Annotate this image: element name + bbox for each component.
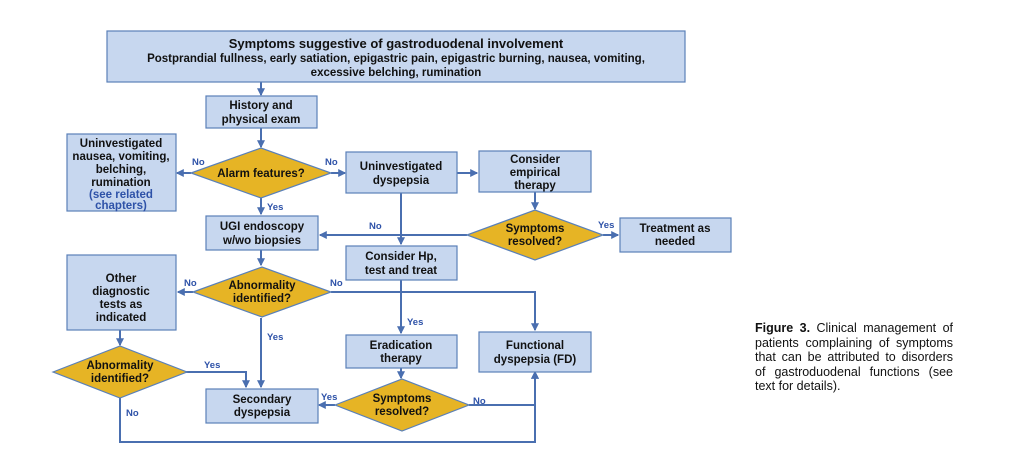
node-eradication-therapy: Eradication therapy — [345, 334, 458, 369]
edge-label-sym2-no: No — [473, 396, 486, 407]
decision-symptoms-resolved-2: Symptoms resolved? — [333, 378, 471, 432]
figure-caption-text: Clinical management of patients complain… — [755, 321, 954, 394]
edge-label-sym1-no: No — [369, 221, 382, 232]
edge-label-alarm-no-right: No — [325, 157, 338, 168]
node-text: needed — [655, 236, 695, 248]
node-text: Alarm features? — [217, 168, 305, 180]
node-symptoms-top: Symptoms suggestive of gastroduodenal in… — [106, 30, 686, 83]
node-text: resolved? — [508, 236, 562, 248]
edge-label-sym2-yes: Yes — [321, 392, 337, 403]
node-text: belching, — [96, 164, 146, 176]
edge-label-hp-yes: Yes — [407, 317, 423, 328]
edges — [116, 82, 620, 443]
node-text: Consider Hp, — [365, 251, 437, 263]
edge-label-abn1-no-right: No — [330, 278, 343, 289]
node-text: Treatment as — [640, 223, 711, 235]
node-text: Uninvestigated — [80, 138, 162, 150]
edge-abn1-to-fd — [331, 291, 539, 332]
node-text: History and — [229, 100, 292, 112]
decision-alarm-features: Alarm features? — [189, 147, 333, 199]
node-consider-empirical-therapy: Consider empirical therapy — [478, 150, 592, 193]
node-text: dyspepsia (FD) — [494, 354, 577, 366]
node-text: indicated — [96, 312, 146, 324]
node-text: dyspepsia — [234, 407, 291, 419]
node-text: Eradication — [370, 340, 433, 352]
node-uninvestigated-nausea: Uninvestigated nausea, vomiting, belchin… — [66, 133, 177, 212]
edge-label-sym1-yes: Yes — [598, 220, 614, 231]
node-consider-hp: Consider Hp, test and treat — [345, 245, 458, 281]
node-other-diagnostic-tests: Other diagnostic tests as indicated — [66, 254, 177, 331]
decision-symptoms-resolved-1: Symptoms resolved? — [465, 209, 605, 261]
node-text: (see related — [89, 189, 153, 201]
decision-abnormality-identified-1: Abnormality identified? — [191, 266, 333, 318]
node-text: Uninvestigated — [360, 161, 442, 173]
node-ugi-endoscopy: UGI endoscopy w/wo biopsies — [205, 215, 319, 251]
node-text: Secondary — [233, 394, 292, 406]
decision-abnormality-identified-2: Abnormality identified? — [51, 345, 189, 399]
node-treatment-as-needed: Treatment as needed — [619, 217, 732, 253]
node-text: Symptoms suggestive of gastroduodenal in… — [229, 36, 564, 51]
node-text: diagnostic — [92, 286, 150, 298]
node-text: resolved? — [375, 406, 429, 418]
node-text: Symptoms — [373, 393, 432, 405]
node-text: identified? — [91, 373, 149, 385]
node-text: Symptoms — [506, 223, 565, 235]
node-text: UGI endoscopy — [220, 221, 305, 233]
node-text: Other — [106, 273, 137, 285]
node-text: nausea, vomiting, — [72, 151, 169, 163]
figure-caption: Figure 3. Clinical management of patient… — [755, 321, 953, 394]
edge-label-abn1-yes: Yes — [267, 332, 283, 343]
edge-label-alarm-no-left: No — [192, 157, 205, 168]
node-text: therapy — [514, 180, 556, 192]
node-text: empirical — [510, 167, 561, 179]
node-text: identified? — [233, 293, 291, 305]
node-text: test and treat — [365, 265, 437, 277]
node-secondary-dyspepsia: Secondary dyspepsia — [205, 388, 319, 424]
node-text: chapters) — [95, 200, 147, 212]
edge-abn2-to-secondary — [172, 371, 250, 389]
node-history-physical-exam: History and physical exam — [205, 95, 318, 129]
edge-label-abn2-yes: Yes — [204, 360, 220, 371]
edge-abn2-to-fd — [119, 370, 539, 443]
node-text: w/wo biopsies — [222, 235, 301, 247]
node-text: Functional — [506, 340, 564, 352]
node-text: Abnormality — [228, 280, 296, 292]
edge-label-abn1-no-left: No — [184, 278, 197, 289]
node-text: tests as — [100, 299, 143, 311]
edge-labels: No No Yes No Yes No No Yes Yes Yes No Ye… — [126, 157, 614, 419]
node-text: dyspepsia — [373, 175, 430, 187]
node-text: therapy — [380, 353, 422, 365]
edge-label-abn2-no: No — [126, 408, 139, 419]
figure-caption-label: Figure 3. — [755, 321, 811, 335]
node-text: Consider — [510, 154, 560, 166]
edge-label-alarm-yes: Yes — [267, 202, 283, 213]
node-text: Abnormality — [86, 360, 154, 372]
node-text: physical exam — [222, 114, 301, 126]
node-text: Postprandial fullness, early satiation, … — [147, 53, 645, 65]
node-text: rumination — [91, 177, 150, 189]
node-uninvestigated-dyspepsia: Uninvestigated dyspepsia — [345, 151, 458, 194]
node-functional-dyspepsia: Functional dyspepsia (FD) — [478, 331, 592, 373]
node-text: excessive belching, rumination — [311, 67, 482, 79]
